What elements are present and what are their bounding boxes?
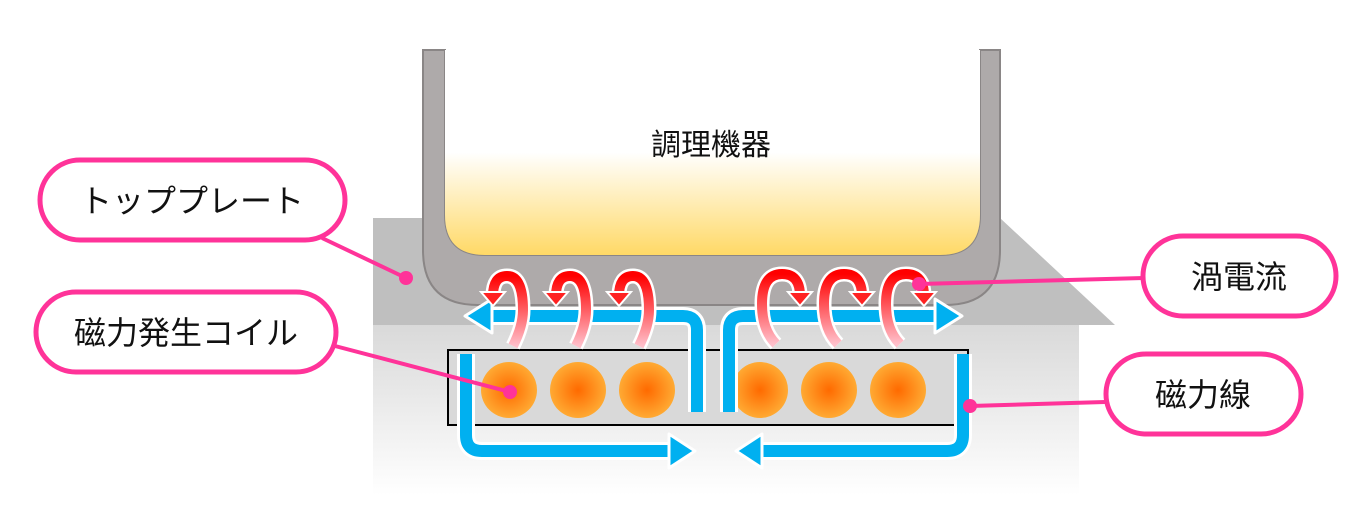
eddy-arrow xyxy=(816,266,877,350)
coil-turn xyxy=(732,362,788,418)
callout-top-plate-label: トッププレート xyxy=(80,182,304,220)
leader-coil xyxy=(334,344,511,394)
callout-eddy-current-label: 渦電流 xyxy=(1191,258,1287,296)
eddy-arrow xyxy=(541,268,594,350)
coil-turn xyxy=(801,362,857,418)
leader-top-plate xyxy=(321,236,407,280)
flux-arrow-lower-right xyxy=(734,354,972,470)
callout-coil-label: 磁力発生コイル xyxy=(74,314,298,352)
leader-flux xyxy=(969,400,1106,408)
callout-top-plate: トッププレート xyxy=(37,157,348,243)
cookware-contents xyxy=(445,50,980,255)
leader-dot-coil xyxy=(503,385,517,399)
flux-arrows xyxy=(457,297,972,470)
eddy-arrow xyxy=(478,268,531,350)
flux-arrow-lower-left xyxy=(457,354,697,470)
eddy-arrow xyxy=(754,266,815,350)
eddy-arrow xyxy=(604,268,657,350)
flux-arrow-upper-right xyxy=(720,297,964,412)
coil-turn xyxy=(870,362,926,418)
flux-arrow-upper-left xyxy=(463,297,706,412)
leader-dot-flux xyxy=(963,399,977,413)
leader-eddy xyxy=(918,276,1146,286)
leader-dot-eddy xyxy=(912,277,926,291)
callout-coil: 磁力発生コイル xyxy=(33,289,339,375)
leader-dot-top-plate xyxy=(399,271,413,285)
cookware-label: 調理機器 xyxy=(651,128,771,163)
coil-turn xyxy=(619,362,675,418)
coil-turn xyxy=(550,362,606,418)
callout-magnetic-flux-label: 磁力線 xyxy=(1155,376,1251,414)
callout-eddy-current: 渦電流 xyxy=(1140,233,1339,319)
callout-leaders xyxy=(321,236,1146,413)
callout-magnetic-flux: 磁力線 xyxy=(1103,351,1304,437)
